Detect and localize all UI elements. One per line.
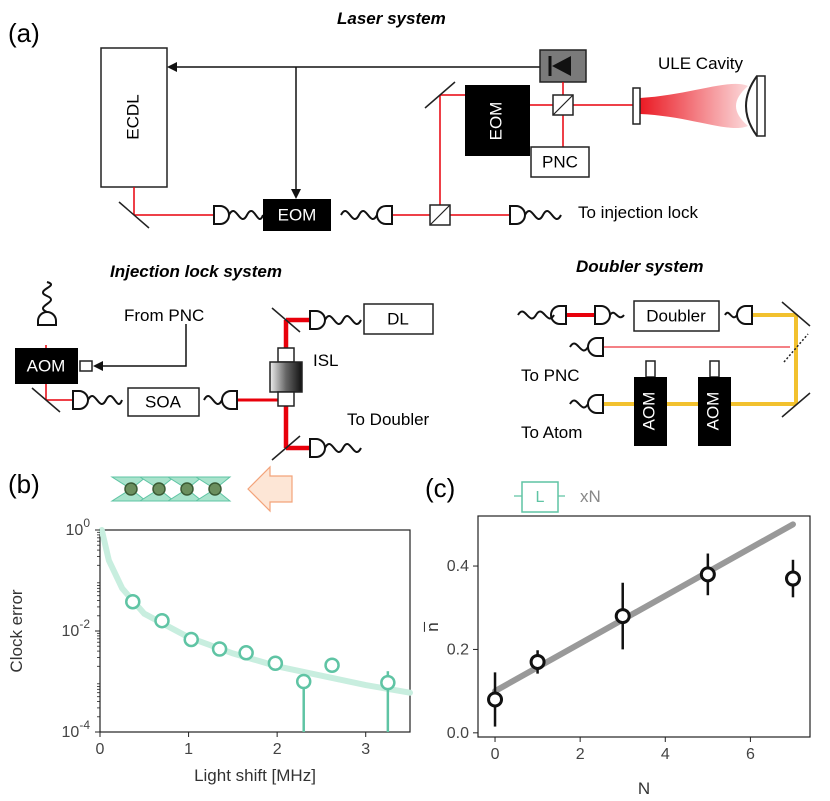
light-arrow-icon [247,465,293,513]
plot-c-xtick-label: 6 [746,746,755,763]
ecdl-box: ECDL [100,47,168,188]
plot-c-point [487,691,504,708]
dl-box: DL [363,303,434,335]
plot-c-ytick-label: 0.2 [447,641,469,658]
plot-b-point [295,673,312,690]
pnc-box: PNC [530,146,590,178]
plot-c-point [784,570,801,587]
plot-b-xlabel: Light shift [MHz] [194,766,316,785]
plot-c-xtick-label: 0 [491,746,500,763]
photodiode-icon [539,49,587,83]
plot-b: 0 1 2 3 100 10-2 10-4 Light shift [MHz] Clock … [7,516,413,785]
aom-inj-box: AOM [15,348,93,384]
layer-box-label: L [536,489,545,506]
to-pnc-label: To PNC [521,366,580,385]
isl-icon [269,347,303,407]
feedback-arrow-icon [167,62,177,72]
soa-label: SOA [145,392,182,411]
tweezer-array-icon [110,476,232,502]
eom-cavity-box: EOM [465,85,530,156]
doubler-box: Doubler [633,300,720,332]
plot-c-ytick-label: 0.0 [447,725,469,742]
fiber-icons [213,205,562,225]
doubler-system-title: Doubler system [576,257,704,276]
panel-label-c: (c) [425,473,455,503]
eom-cavity-label: EOM [486,102,505,141]
plot-b-frame [99,529,411,733]
doubler-label: Doubler [646,306,706,325]
to-injection-lock-label: To injection lock [578,203,699,222]
from-pnc-line [102,324,187,367]
from-pnc-label: From PNC [124,306,204,325]
plot-c-xtick-label: 2 [576,746,585,763]
plot-b-fit-line [98,527,413,696]
multiplier-label: xN [580,487,601,506]
plot-c-frame [477,515,811,738]
plot-b-point [380,674,396,691]
eom-main-box: EOM [263,199,331,231]
to-atom-label: To Atom [521,423,582,442]
plot-c-xlabel: N [638,779,650,798]
beam-splitter-icon [429,204,451,226]
aom-inj-label: AOM [27,356,66,375]
plot-b-ylabel: Clock error [7,589,26,672]
ule-cavity-label: ULE Cavity [658,54,744,73]
plot-b-point [125,593,141,610]
injection-fiber-icons [37,281,362,458]
aom-doubler-1-label: AOM [639,392,658,431]
isl-label: ISL [313,351,339,370]
plot-b-point [183,631,199,648]
plot-c-point [614,608,631,625]
aom-doubler-1-box: AOM [634,360,667,446]
layer-box-icon: L [514,481,565,513]
soa-box: SOA [127,387,200,417]
doubler-mirror-icons [781,301,811,418]
plot-b-xtick-label: 2 [273,741,282,758]
ule-cavity-icon [632,75,766,137]
from-pnc-arrow-icon [93,361,103,371]
plot-c-point [529,653,546,670]
plot-b-ytick-label: 100 [66,516,91,539]
plot-b-xtick-label: 1 [184,741,193,758]
panel-label-b: (b) [8,469,40,499]
laser-beam-paths [133,94,633,216]
ecdl-label: ECDL [123,94,142,139]
eom-arrow-icon [291,189,301,199]
plot-b-point [211,641,228,657]
plot-b-ytick-label: 10-4 [62,718,91,741]
plot-b-point [238,645,254,661]
pbs-icon [552,94,574,116]
doubler-fiber-icons [517,305,753,414]
plot-b-ytick-label: 10-2 [62,617,91,640]
mirror-icons [118,81,456,229]
plot-b-xtick-label: 0 [96,741,105,758]
plot-c: 0 2 4 6 0.0 0.2 0.4 N n̅ [423,515,811,798]
plot-c-ytick-label: 0.4 [447,558,469,575]
dl-label: DL [387,309,409,328]
laser-system-title: Laser system [337,9,446,28]
plot-c-ylabel: n̅ [423,622,442,632]
injection-lock-title: Injection lock system [110,262,282,281]
plot-b-point [267,655,284,671]
plot-c-point [699,566,716,583]
aom-doubler-2-label: AOM [703,392,722,431]
plot-b-point [324,657,340,673]
injection-mirror-icons [31,307,301,461]
eom-main-label: EOM [278,205,317,224]
panel-label-a: (a) [8,18,40,48]
plot-b-point [154,612,170,629]
aom-doubler-2-box: AOM [698,360,731,446]
pnc-label: PNC [542,152,578,171]
to-doubler-label: To Doubler [347,410,430,429]
plot-b-xtick-label: 3 [361,741,370,758]
plot-c-xtick-label: 4 [661,746,670,763]
